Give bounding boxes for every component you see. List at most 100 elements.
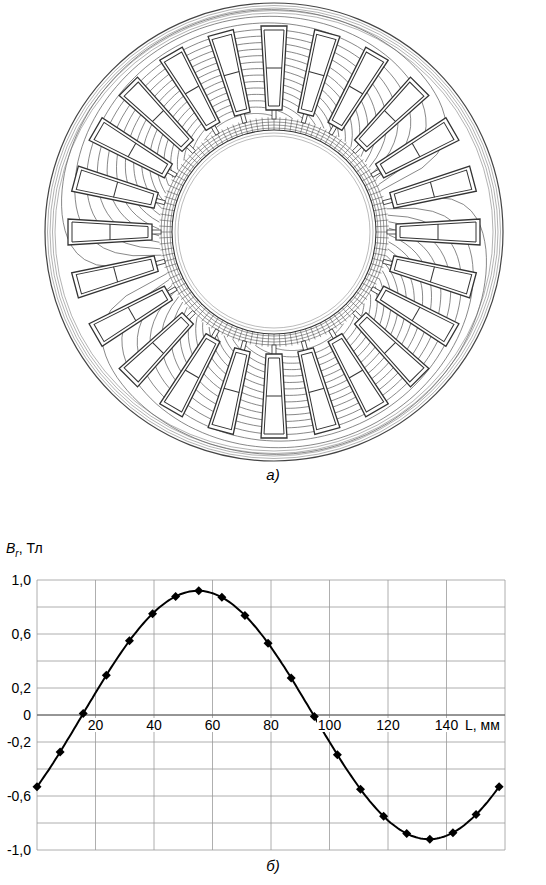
gap-line	[367, 274, 379, 279]
gap-line	[159, 237, 172, 239]
gap-line	[268, 117, 270, 130]
gap-line	[227, 127, 232, 139]
slot-insulation	[328, 336, 383, 412]
layer-divider	[438, 224, 439, 240]
field-lines	[48, 6, 501, 459]
gap-line	[222, 323, 228, 335]
stator-slot	[261, 26, 287, 119]
field-line	[50, 8, 498, 456]
layer-divider	[266, 396, 282, 397]
data-marker	[356, 785, 365, 794]
gap-line	[222, 130, 228, 142]
y-tick-label: -1,0	[6, 843, 32, 857]
gap-line	[268, 334, 270, 347]
gap-line	[169, 185, 181, 190]
slot-insulation	[378, 122, 454, 177]
chart-grid	[37, 580, 505, 850]
slot-insulation	[212, 351, 251, 430]
gap-line	[206, 139, 214, 150]
field-line	[48, 6, 501, 459]
stator-slot	[380, 166, 477, 215]
layer-divider	[152, 110, 163, 121]
layer-divider	[110, 224, 111, 240]
gap-line	[189, 155, 199, 164]
layer-divider	[309, 72, 324, 76]
gap-line	[306, 329, 310, 341]
slot-outline	[89, 282, 175, 347]
panel-label: а)	[266, 467, 279, 482]
data-curve	[37, 591, 499, 839]
axis-title: B	[6, 541, 15, 555]
gap-line	[178, 288, 189, 295]
gap-line	[172, 278, 184, 284]
layer-divider	[412, 143, 420, 157]
gap-line	[160, 220, 173, 221]
gap-line	[371, 197, 383, 201]
gap-line	[256, 118, 258, 131]
gap-line	[185, 160, 195, 168]
gap-line	[279, 334, 281, 347]
gap-line	[185, 296, 195, 304]
gap-line	[350, 155, 360, 164]
stator-slot	[387, 219, 480, 245]
slot-insulation	[264, 358, 284, 434]
axis-title-subscript: r	[15, 549, 18, 559]
slot-insulation	[297, 351, 336, 430]
layer-divider	[224, 388, 239, 392]
slot-insulation	[400, 222, 476, 242]
data-marker	[472, 810, 481, 819]
gap-line	[311, 125, 316, 137]
layer-divider	[309, 388, 324, 392]
gap-line	[202, 311, 210, 321]
gap-line	[250, 332, 253, 345]
gap-line	[181, 292, 192, 300]
data-marker	[402, 829, 411, 838]
axis-title: , Тл	[19, 541, 43, 555]
layer-divider	[185, 86, 199, 94]
data-marker	[102, 671, 111, 680]
data-marker	[33, 782, 42, 791]
gap-line	[334, 139, 342, 150]
gap-line	[369, 191, 381, 196]
gap-line	[353, 160, 363, 168]
x-tick-label: 20	[87, 718, 105, 732]
gap-line	[250, 120, 253, 133]
gap-line	[167, 269, 179, 274]
gap-line	[374, 208, 387, 211]
y-tick-label: 0	[22, 708, 32, 722]
data-marker	[495, 782, 504, 791]
field-line	[53, 11, 496, 454]
gap-line	[369, 269, 381, 274]
layer-divider	[185, 370, 199, 378]
layer-divider	[152, 342, 163, 353]
slot-insulation	[164, 52, 219, 128]
y-tick-label: -0,2	[6, 735, 32, 749]
slot-insulation	[76, 170, 155, 209]
data-marker	[171, 592, 180, 601]
gap-line	[290, 333, 292, 346]
slot-outline	[208, 346, 255, 434]
slot-outline	[68, 219, 152, 245]
gap-line	[197, 308, 206, 318]
slot-insulation	[72, 222, 148, 242]
layer-divider	[430, 182, 434, 197]
layer-divider	[128, 307, 136, 321]
gap-line	[162, 208, 175, 211]
data-marker	[125, 636, 134, 645]
stator-slot	[261, 345, 287, 438]
gap-line	[161, 119, 387, 345]
gap-line	[360, 288, 371, 295]
gap-line	[162, 253, 175, 256]
gap-line	[160, 248, 173, 250]
x-axis	[37, 715, 505, 716]
slot-outline	[388, 251, 476, 298]
gap-line	[233, 125, 238, 137]
gap-line	[172, 180, 184, 186]
gap-line	[350, 300, 360, 309]
stator-slot	[208, 30, 257, 127]
gap-line	[239, 123, 243, 135]
layer-divider	[114, 182, 118, 197]
gap-line	[376, 226, 389, 228]
gap-line	[330, 318, 337, 329]
